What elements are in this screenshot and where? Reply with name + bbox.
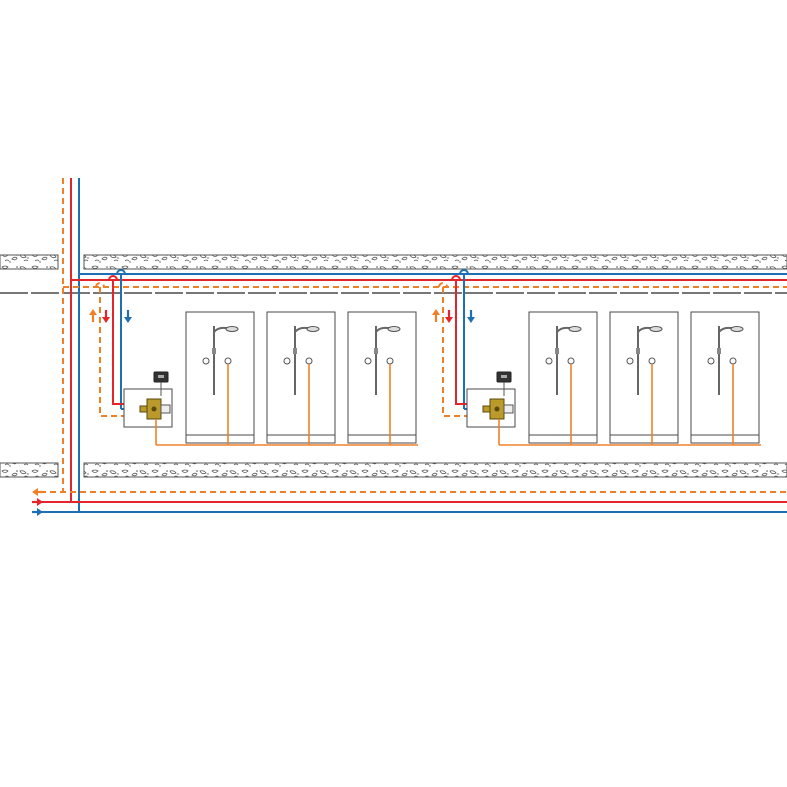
mixer-knob — [707, 357, 715, 365]
zone-cold-arrow — [124, 310, 132, 323]
valve-actuator — [503, 404, 514, 414]
mixer-knob — [626, 357, 634, 365]
flow-arrow-icon — [102, 317, 110, 323]
rail-slider — [636, 348, 640, 354]
valve-center — [494, 406, 500, 412]
control-box-display — [501, 375, 507, 378]
concrete-slab-segment — [0, 462, 59, 478]
shower-cubicle — [690, 311, 760, 445]
drop-mixed-return — [99, 287, 124, 417]
pipe-crossover — [108, 275, 118, 281]
rail-slider — [717, 348, 721, 354]
ceiling-slab — [0, 254, 787, 270]
rail-slider — [212, 348, 216, 354]
shower-enclosure — [690, 311, 760, 444]
outlet-icon — [305, 357, 313, 365]
main-hot-arrow — [32, 498, 43, 506]
shower-cubicle — [528, 311, 598, 445]
flow-arrow-icon — [467, 317, 475, 323]
flow-arrow-icon — [432, 309, 440, 315]
shower-cubicle — [347, 311, 417, 445]
outlet-icon — [648, 357, 656, 365]
shower-enclosure — [266, 311, 336, 444]
shower-enclosure — [528, 311, 598, 444]
shower-head-icon — [730, 326, 744, 332]
drop-hot — [455, 280, 477, 405]
flow-arrow-icon — [32, 488, 38, 496]
outlet-icon — [224, 357, 232, 365]
shower-cubicle — [609, 311, 679, 445]
outlet-icon — [729, 357, 737, 365]
pipe-crossover — [459, 269, 469, 275]
shower-enclosure — [185, 311, 255, 444]
shower-enclosure — [609, 311, 679, 444]
concrete-slab-segment — [0, 254, 59, 270]
shower-head-icon — [649, 326, 663, 332]
flow-arrow-icon — [37, 508, 43, 516]
shower-cubicle — [185, 311, 255, 445]
valve-inlet-port — [139, 405, 148, 413]
pipe-crossover — [451, 275, 461, 281]
pipe-crossover — [438, 282, 448, 288]
floor-slab — [0, 462, 787, 478]
valve-actuator — [160, 404, 171, 414]
shower-enclosure — [347, 311, 417, 444]
flow-arrow-icon — [445, 317, 453, 323]
zone-return-arrow — [89, 309, 97, 322]
mixer-knob — [283, 357, 291, 365]
main-return-arrow — [32, 488, 43, 496]
outlet-icon — [386, 357, 394, 365]
concrete-slab-segment — [83, 254, 787, 270]
valve-inlet-port — [482, 405, 491, 413]
concrete-slab-segment — [83, 462, 787, 478]
outlet-icon — [567, 357, 575, 365]
main-cold-arrow — [32, 508, 43, 516]
pipe-crossover — [95, 282, 105, 288]
shower-head-icon — [387, 326, 401, 332]
shower-cubicle — [266, 311, 336, 445]
drop-mixed-return — [442, 287, 467, 417]
shower-head-icon — [225, 326, 239, 332]
flow-arrow-icon — [89, 309, 97, 315]
zone-hot-arrow — [102, 310, 110, 323]
shower-head-icon — [306, 326, 320, 332]
zone-hot-arrow — [445, 310, 453, 323]
rail-slider — [555, 348, 559, 354]
drop-hot — [112, 280, 134, 405]
valve-center — [151, 406, 157, 412]
rail-slider — [293, 348, 297, 354]
zone-cold-arrow — [467, 310, 475, 323]
flow-arrow-icon — [124, 317, 132, 323]
control-box-display — [158, 375, 164, 378]
mixer-knob — [545, 357, 553, 365]
flow-arrow-icon — [37, 498, 43, 506]
mixer-knob — [364, 357, 372, 365]
rail-slider — [374, 348, 378, 354]
shower-head-icon — [568, 326, 582, 332]
pipe-crossover — [116, 269, 126, 275]
mixer-knob — [202, 357, 210, 365]
zone-return-arrow — [432, 309, 440, 322]
